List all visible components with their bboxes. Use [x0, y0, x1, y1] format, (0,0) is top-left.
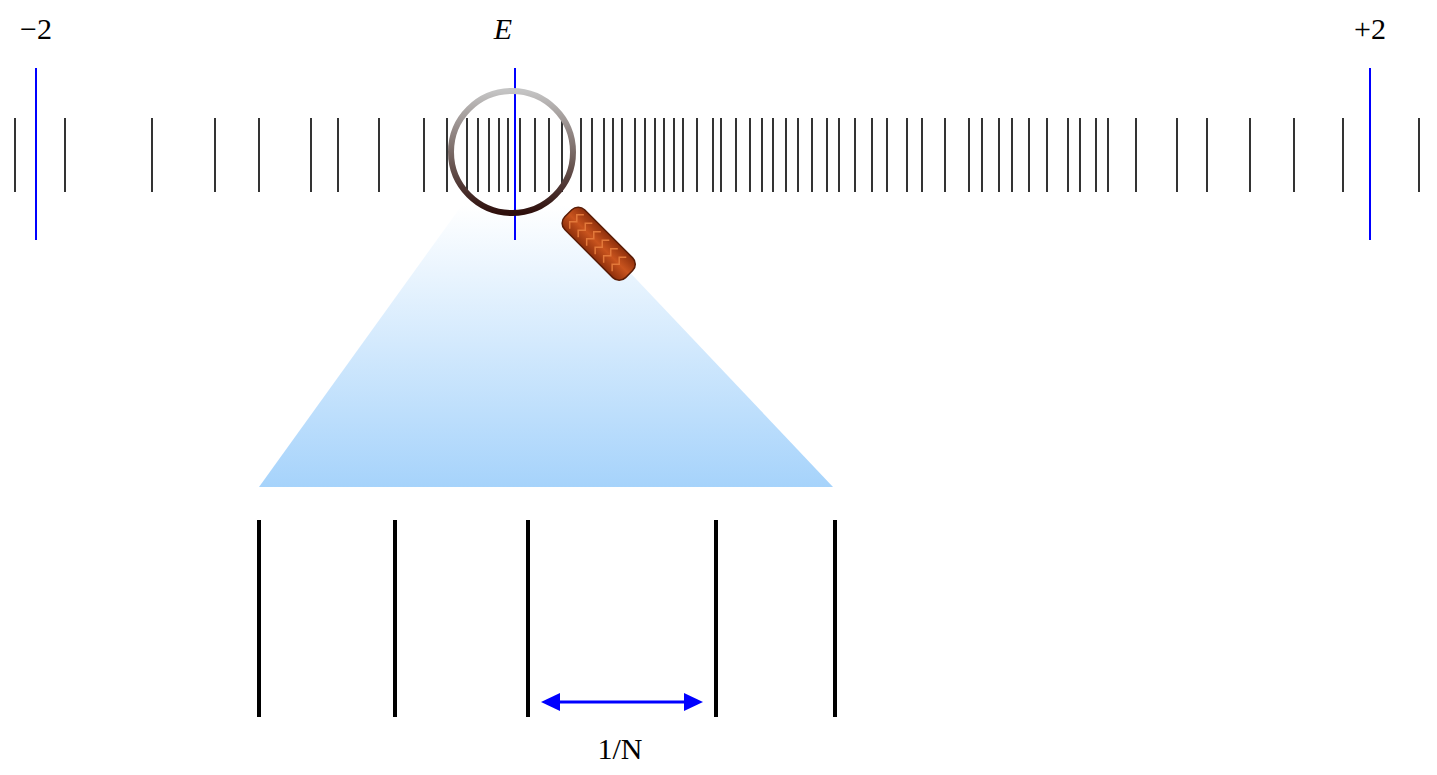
eigenvalue-tick — [906, 118, 908, 192]
eigenvalue-tick — [258, 118, 260, 192]
eigenvalue-tick — [1135, 118, 1137, 192]
eigenvalue-tick — [310, 118, 312, 192]
eigenvalue-tick — [1079, 118, 1081, 192]
arrow-head — [684, 693, 703, 711]
spacing-label: 1/N — [598, 732, 643, 765]
eigenvalue-tick — [1046, 118, 1048, 192]
magnifier-lens — [451, 91, 573, 213]
eigenvalue-tick — [720, 118, 722, 192]
eigenvalue-tick — [696, 118, 698, 192]
eigenvalue-tick — [634, 118, 636, 192]
eigenvalue-tick — [838, 118, 840, 192]
eigenvalue-tick — [998, 118, 1000, 192]
eigenvalue-tick — [761, 118, 763, 192]
eigenvalue-tick — [712, 118, 714, 192]
eigenvalue-tick — [534, 118, 536, 192]
marker-lines — [36, 68, 1370, 240]
zoomed-tick — [526, 520, 530, 717]
eigenvalue-tick — [1176, 118, 1178, 192]
edge-label: −2 — [20, 12, 52, 45]
eigenvalue-tick — [944, 118, 946, 192]
zoomed-tick — [714, 520, 718, 717]
eigenvalue-tick — [498, 118, 500, 192]
edge-marker — [35, 68, 37, 240]
eigenvalue-tick — [1095, 118, 1097, 192]
eigenvalue-tick — [519, 118, 521, 192]
eigenvalue-tick — [772, 118, 774, 192]
eigenvalue-tick — [811, 118, 813, 192]
eigenvalue-tick — [663, 118, 665, 192]
eigenvalue-tick — [968, 118, 970, 192]
eigenvalue-tick — [886, 118, 888, 192]
eigenvalue-tick — [1011, 118, 1013, 192]
eigenvalue-tick — [214, 118, 216, 192]
eigenvalue-tick — [981, 118, 983, 192]
magnifier-handle — [558, 203, 639, 284]
eigenvalue-tick — [1067, 118, 1069, 192]
eigenvalue-tick — [1028, 118, 1030, 192]
zoomed-tick — [257, 520, 261, 717]
edge-label: +2 — [1354, 12, 1386, 45]
eigenvalue-tick — [548, 118, 550, 192]
eigenvalue-tick — [785, 118, 787, 192]
spacing-arrow — [541, 693, 703, 711]
eigenvalue-tick — [749, 118, 751, 192]
eigenvalue-tick — [621, 118, 623, 192]
zoomed-tick — [393, 520, 397, 717]
energy-label: E — [494, 12, 512, 45]
eigenvalue-tick — [488, 118, 490, 192]
eigenvalue-tick — [14, 118, 16, 192]
arrow-head — [541, 693, 560, 711]
eigenvalue-ticks — [15, 118, 1419, 192]
zoomed-ticks — [259, 520, 835, 717]
eigenvalue-tick — [854, 118, 856, 192]
arrow-shaft — [556, 701, 688, 704]
eigenvalue-tick — [446, 118, 448, 192]
eigenvalue-tick — [682, 118, 684, 192]
eigenvalue-tick — [1293, 118, 1295, 192]
eigenvalue-tick — [797, 118, 799, 192]
eigenvalue-tick — [603, 118, 605, 192]
zoom-cone — [259, 205, 833, 487]
eigenvalue-tick — [654, 118, 656, 192]
eigenvalue-tick — [151, 118, 153, 192]
eigenvalue-tick — [1206, 118, 1208, 192]
eigenvalue-tick — [477, 118, 479, 192]
eigenvalue-tick — [1107, 118, 1109, 192]
edge-marker — [1369, 68, 1371, 240]
zoomed-tick — [833, 520, 837, 717]
eigenvalue-tick — [921, 118, 923, 192]
eigenvalue-tick — [612, 118, 614, 192]
eigenvalue-tick — [644, 118, 646, 192]
handle-pattern — [566, 211, 626, 271]
eigenvalue-tick — [735, 118, 737, 192]
eigenvalue-tick — [580, 118, 582, 192]
eigenvalue-tick — [378, 118, 380, 192]
eigenvalue-tick — [1342, 118, 1344, 192]
magnifier — [451, 91, 639, 284]
eigenvalue-tick — [871, 118, 873, 192]
eigenvalue-tick — [423, 118, 425, 192]
eigenvalue-tick — [64, 118, 66, 192]
eigenvalue-tick — [826, 118, 828, 192]
eigenvalue-tick — [1249, 118, 1251, 192]
eigenvalue-tick — [337, 118, 339, 192]
eigenvalue-tick — [591, 118, 593, 192]
eigenvalue-tick — [1418, 118, 1420, 192]
eigenvalue-tick — [673, 118, 675, 192]
eigenvalue-tick — [507, 118, 509, 192]
eigenvalue-tick — [466, 118, 468, 192]
